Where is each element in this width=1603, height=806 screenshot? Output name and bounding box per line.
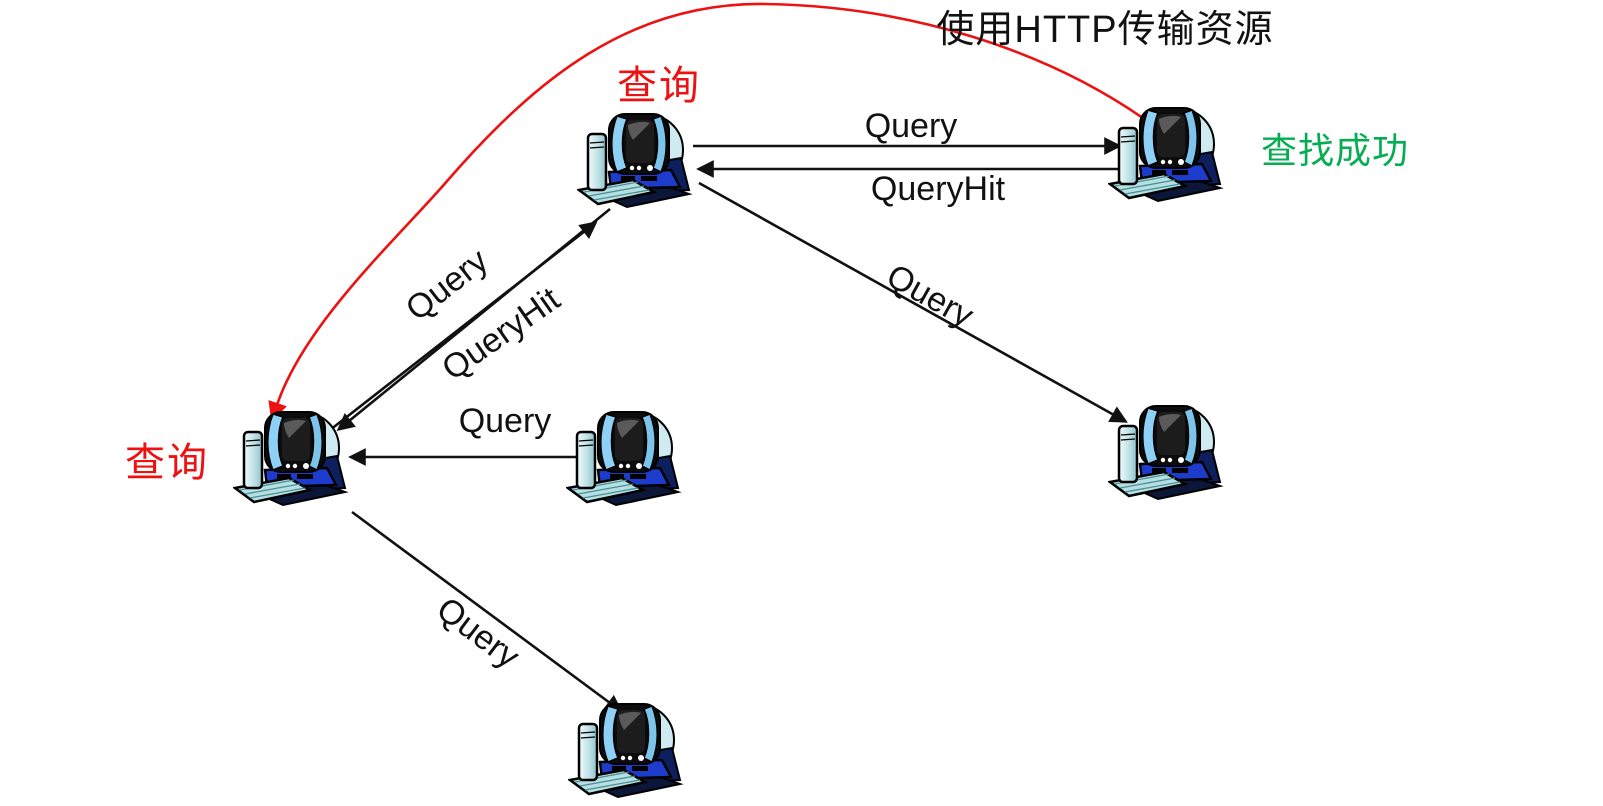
computer-icon-node-f — [568, 702, 682, 799]
edge-label-query-d-a: Query — [458, 402, 552, 440]
arrow-queryhit-b-a — [336, 207, 611, 432]
edge-label-query-b-c: Query — [864, 107, 958, 145]
node-a-query-annotation: 查询 — [125, 441, 209, 485]
computer-icon-node-b — [577, 112, 691, 209]
computer-icon-node-e — [1108, 404, 1222, 501]
computer-icon-node-c — [1108, 106, 1222, 203]
edge-label-queryhit-c-b: QueryHit — [870, 170, 1006, 208]
node-b-query-annotation: 查询 — [617, 64, 701, 108]
arrow-query-b-e — [698, 181, 1128, 423]
http-transfer-arrow — [268, 2, 1151, 422]
node-c-success-annotation: 查找成功 — [1260, 130, 1410, 171]
arrow-query-a-f — [351, 510, 623, 713]
http-transfer-label: 使用HTTP传输资源 — [936, 9, 1274, 51]
computer-icon-node-a — [233, 410, 347, 507]
computer-icon-node-d — [566, 410, 680, 507]
